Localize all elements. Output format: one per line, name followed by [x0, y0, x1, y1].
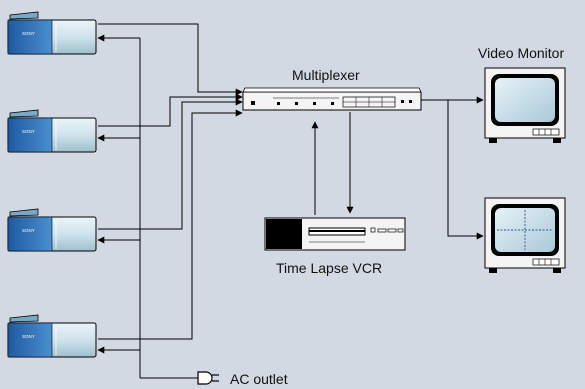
camera-brand-logo: SONY — [22, 129, 35, 134]
camera-brand-logo: SONY — [22, 334, 35, 339]
video-signal-lines — [98, 23, 243, 340]
camera-front-panel — [7, 117, 53, 153]
plug-icon — [197, 371, 219, 385]
vcr-label: Time Lapse VCR — [276, 260, 383, 276]
vcr-device — [264, 217, 406, 251]
camera-front-panel — [7, 322, 53, 358]
power-lines — [97, 34, 198, 379]
camera-4: SONY — [7, 314, 97, 358]
camera-brand-logo: SONY — [22, 228, 35, 233]
monitor-screen — [495, 78, 555, 122]
vcr-signal-lines — [311, 112, 354, 215]
ac-outlet-label: AC outlet — [230, 371, 288, 387]
camera-front-panel — [7, 216, 53, 252]
multiplexer-label: Multiplexer — [292, 67, 360, 83]
camera-1: SONY — [7, 11, 97, 55]
camera-front-panel — [7, 19, 53, 55]
video-monitor-label: Video Monitor — [478, 45, 565, 61]
camera-brand-logo: SONY — [22, 31, 35, 36]
monitor-signal-lines — [421, 96, 484, 240]
multiplexer-device — [242, 87, 422, 111]
monitor-quad-view — [484, 197, 566, 273]
camera-3: SONY — [7, 208, 97, 252]
camera-2: SONY — [7, 109, 97, 153]
monitor-single-view — [484, 67, 566, 143]
